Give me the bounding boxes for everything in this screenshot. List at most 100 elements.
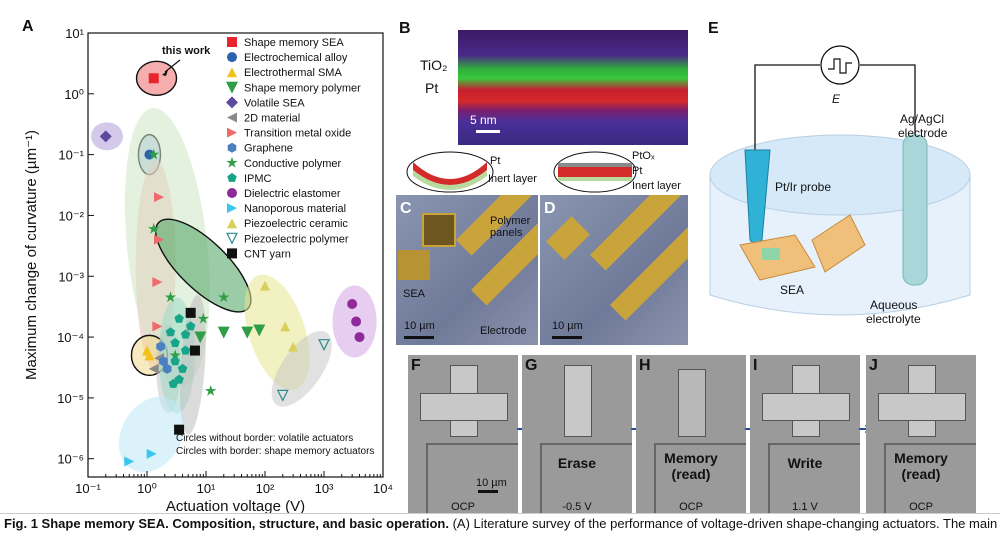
- data-point: [189, 345, 200, 356]
- group-envelope: [271, 331, 332, 407]
- y-tick-label: 10⁻³: [58, 269, 84, 284]
- legend-label: Nanoporous material: [244, 203, 346, 215]
- data-point: [280, 321, 291, 332]
- tio2-label: TiO₂: [420, 57, 448, 73]
- panel-label-b: B: [399, 20, 411, 37]
- legend-label: CNT yarn: [244, 248, 291, 260]
- legend-label: Volatile SEA: [244, 97, 305, 109]
- data-point: [99, 130, 112, 143]
- data-point: [351, 316, 362, 327]
- legend-marker: [227, 52, 237, 63]
- frame-g: G Erase -0.5 V: [522, 355, 632, 513]
- data-point: [174, 313, 184, 323]
- x-tick-label: 10³: [315, 481, 334, 496]
- frame-j: J Memory (read) OCP: [866, 355, 976, 513]
- layer-inset-c: [406, 151, 494, 193]
- voltage-label-e: E: [832, 92, 841, 106]
- frame-f: F 10 µm OCP: [408, 355, 518, 513]
- chart-note: Circles with border: shape memory actuat…: [176, 446, 374, 457]
- data-point: [148, 363, 159, 374]
- data-point: [152, 277, 163, 288]
- legend-label: Shape memory polymer: [244, 82, 361, 94]
- annotation-this-work: this work: [162, 45, 211, 57]
- legend-marker: [226, 156, 238, 168]
- legend-marker: [227, 127, 237, 138]
- data-point: [154, 234, 165, 245]
- sem-image-c: [396, 195, 538, 345]
- y-tick-label: 10⁻⁶: [57, 452, 84, 467]
- scale-bar-d: [552, 336, 582, 339]
- sea-label-e: SEA: [780, 283, 805, 297]
- scale-label-b: 5 nm: [470, 113, 497, 127]
- data-point: [144, 350, 155, 361]
- data-point: [347, 298, 358, 309]
- data-point: [164, 291, 177, 303]
- tem-image: [458, 30, 688, 145]
- panel-label-a: A: [22, 18, 34, 35]
- data-point: [241, 326, 254, 339]
- data-point: [177, 363, 188, 373]
- legend-marker: [226, 81, 238, 94]
- x-tick-label: 10⁻¹: [75, 481, 101, 496]
- group-envelope: [118, 396, 185, 473]
- y-tick-label: 10⁻⁵: [57, 391, 84, 406]
- legend-label: Electrochemical alloy: [244, 52, 348, 64]
- scale-label-f: 10 µm: [476, 477, 507, 489]
- data-point: [148, 148, 160, 160]
- polymer-panels-label: Polymer panels: [490, 215, 531, 239]
- x-tick-label: 10¹: [197, 481, 216, 496]
- electrode-label: Electrode: [480, 325, 527, 337]
- legend-marker: [227, 248, 237, 259]
- annotation-arrow: [164, 59, 181, 73]
- legend-label: Dielectric elastomer: [244, 188, 341, 200]
- y-tick-label: 10⁰: [64, 87, 84, 102]
- data-point: [162, 363, 172, 374]
- state-h-read: (read): [671, 466, 711, 482]
- sem-image-d: [540, 195, 688, 345]
- inert-layer-label-d: Inert layer: [632, 180, 681, 192]
- probe-label: Pt/Ir probe: [775, 180, 832, 194]
- y-tick-label: 10⁻²: [58, 208, 84, 223]
- legend-label: Conductive polymer: [244, 158, 342, 170]
- setup-schematic: [709, 45, 971, 316]
- legend-marker: [227, 142, 237, 153]
- scale-label-d: 10 µm: [552, 320, 583, 332]
- data-point: [194, 331, 207, 344]
- legend-label: Transition metal oxide: [244, 128, 351, 140]
- data-point: [217, 326, 230, 339]
- panel-label-j: J: [869, 357, 878, 374]
- data-point: [180, 345, 191, 355]
- frame-h: H Memory (read) OCP: [636, 355, 746, 513]
- scale-label-c: 10 µm: [404, 320, 435, 332]
- data-point: [185, 307, 196, 318]
- data-point: [148, 222, 160, 234]
- legend-marker: [226, 96, 238, 109]
- pt-label-c: Pt: [490, 155, 501, 167]
- frame-i: I Write 1.1 V: [750, 355, 860, 513]
- legend-marker: [227, 203, 237, 214]
- legend-label: Piezoelectric polymer: [244, 233, 349, 245]
- data-point: [170, 356, 180, 366]
- legend-marker: [227, 67, 237, 78]
- caption-lead: Fig. 1 Shape memory SEA. Composition, st…: [4, 516, 449, 531]
- caption-text: (A) Literature survey of the performance…: [448, 516, 998, 531]
- data-point: [165, 327, 176, 337]
- data-point: [168, 378, 179, 388]
- data-point: [288, 341, 299, 352]
- chart-note: Circles without border: volatile actuato…: [176, 433, 353, 444]
- state-h: Memory: [664, 450, 718, 466]
- legend-marker: [226, 232, 238, 245]
- panel-label-g: G: [525, 357, 538, 374]
- state-j-read: (read): [901, 466, 941, 482]
- x-tick-label: 10²: [256, 481, 275, 496]
- panel-label-e: E: [708, 20, 719, 37]
- panel-label-h: H: [639, 357, 651, 374]
- state-g: Erase: [557, 455, 597, 471]
- x-tick-label: 10⁰: [137, 481, 157, 496]
- data-point: [152, 321, 163, 332]
- data-point: [354, 332, 365, 343]
- panel-label-i: I: [753, 357, 758, 374]
- annotation-arrowhead: [162, 70, 168, 76]
- data-point: [180, 329, 191, 339]
